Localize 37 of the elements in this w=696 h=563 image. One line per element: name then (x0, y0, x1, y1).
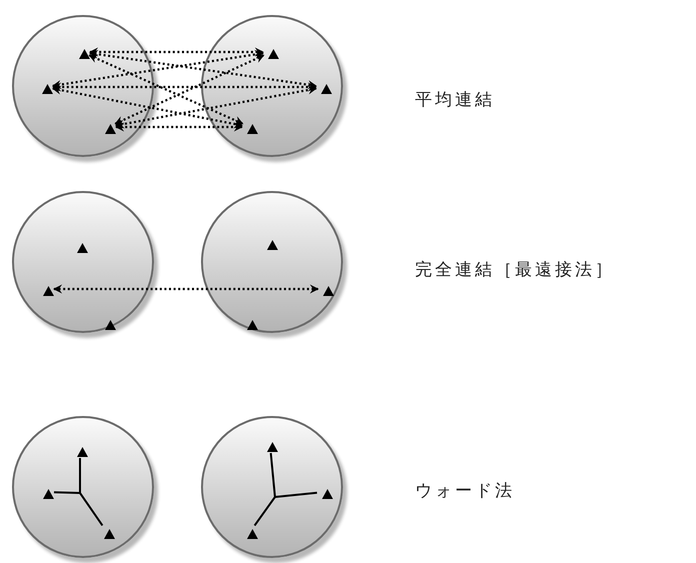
data-point (42, 489, 54, 499)
data-point (246, 529, 258, 539)
data-point (246, 320, 258, 330)
dotted-arrow (89, 50, 317, 90)
data-point (78, 49, 90, 59)
data-point (104, 529, 114, 539)
dotted-arrow (114, 54, 265, 125)
method-label: 平均連結 (415, 89, 495, 111)
data-point (104, 124, 116, 134)
dotted-arrow (88, 54, 244, 125)
data-point (268, 49, 278, 59)
connector-line (274, 492, 318, 498)
connector-line (79, 492, 104, 526)
dotted-arrow (52, 50, 264, 89)
connector-line (270, 452, 276, 498)
dotted-arrow (89, 48, 264, 56)
data-point (266, 240, 278, 250)
method-label: 完全連結［最遠接法］ (415, 259, 615, 281)
method-label: ウォード法 (415, 480, 515, 502)
data-point (76, 243, 88, 253)
data-point (76, 447, 88, 457)
dotted-arrow (53, 284, 319, 294)
data-point (266, 442, 278, 452)
dotted-arrow (115, 122, 243, 132)
data-point (246, 124, 258, 134)
data-point (42, 84, 52, 94)
data-point (42, 286, 54, 296)
data-point (322, 489, 332, 499)
connector-line (254, 496, 276, 526)
dotted-arrow (115, 86, 317, 128)
connector-line (54, 491, 80, 494)
dotted-arrow (52, 82, 317, 92)
connector-line (79, 458, 81, 493)
data-point (320, 84, 332, 94)
data-point (104, 320, 116, 330)
dotted-arrow (52, 86, 243, 128)
data-point (322, 286, 334, 296)
